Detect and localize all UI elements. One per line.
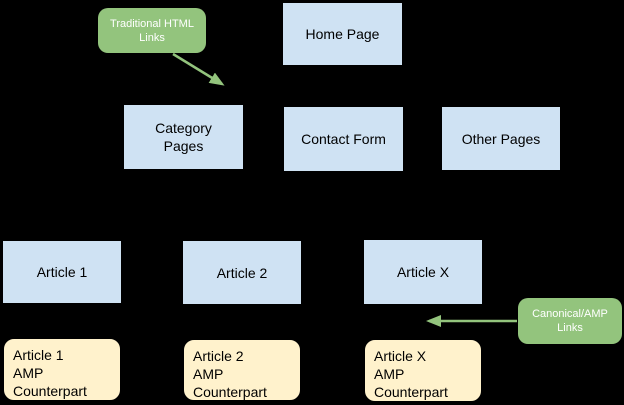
node-category-pages-label: Category Pages (155, 120, 212, 154)
node-article-x: Article X (363, 239, 483, 305)
node-home-page: Home Page (282, 2, 403, 66)
node-article-x-label: Article X (396, 264, 450, 280)
node-article-x-amp-label: Article X AMP Counterpart (374, 348, 448, 400)
node-article-1-amp-counterpart: Article 1 AMP Counterpart (2, 337, 122, 402)
node-other-pages-label: Other Pages (461, 130, 541, 147)
node-article-1-label: Article 1 (36, 264, 88, 280)
node-article-1-amp-label: Article 1 AMP Counterpart (13, 347, 87, 399)
node-article-2-amp-counterpart: Article 2 AMP Counterpart (182, 338, 302, 402)
node-article-x-amp-counterpart: Article X AMP Counterpart (363, 338, 483, 403)
annotation-canonical-amp-links-label: Canonical/AMP Links (532, 308, 608, 334)
annotation-traditional-html-links-label: Traditional HTML Links (110, 17, 194, 44)
traditional-links-arrow (172, 52, 225, 86)
node-article-2-label: Article 2 (216, 264, 268, 281)
node-contact-form-label: Contact Form (301, 131, 386, 147)
annotation-traditional-html-links: Traditional HTML Links (98, 8, 206, 53)
node-article-2-amp-label: Article 2 AMP Counterpart (193, 348, 267, 400)
node-home-page-label: Home Page (305, 26, 380, 42)
node-other-pages: Other Pages (441, 106, 561, 171)
node-article-1: Article 1 (2, 240, 122, 304)
node-category-pages: Category Pages (123, 104, 244, 170)
node-contact-form: Contact Form (283, 106, 404, 172)
node-article-2: Article 2 (182, 240, 302, 305)
annotation-canonical-amp-links: Canonical/AMP Links (518, 298, 622, 344)
